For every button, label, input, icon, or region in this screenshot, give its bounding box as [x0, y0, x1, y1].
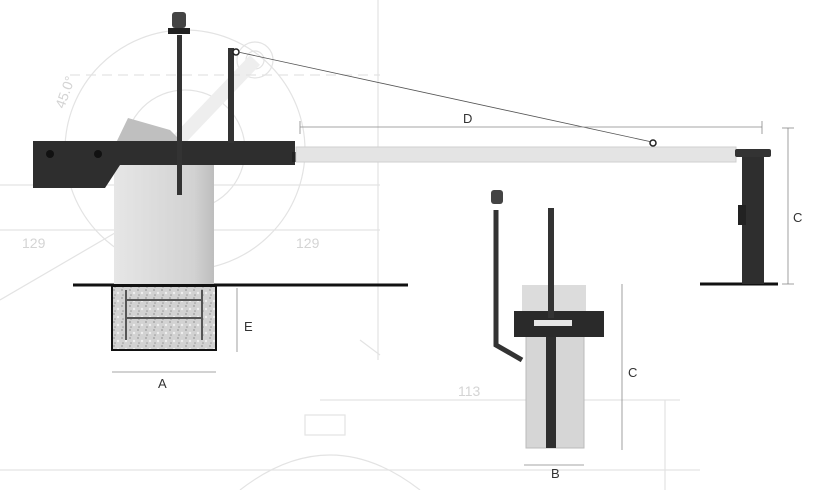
barrier-housing — [114, 162, 214, 284]
bg-dimension-113: 113 — [458, 383, 481, 399]
cable-post — [228, 48, 234, 143]
label-c-barrier: C — [793, 210, 802, 225]
housing-cover — [115, 118, 185, 145]
side-arm-post — [548, 208, 554, 318]
label-b: B — [551, 466, 560, 481]
side-warning-lamp-icon — [491, 190, 503, 204]
barrier-boom — [295, 146, 737, 163]
label-c-post: C — [628, 365, 637, 380]
side-view-unit — [491, 190, 604, 449]
side-lamp-post — [493, 210, 524, 363]
bg-dimension-129-left: 129 — [22, 235, 46, 251]
lamp-post — [177, 35, 182, 195]
dimension-c-barrier — [782, 127, 794, 285]
bg-dimension-129-right: 129 — [296, 235, 320, 251]
label-d: D — [463, 111, 472, 126]
boom-support-post — [742, 157, 764, 284]
background-drawing — [0, 0, 700, 490]
label-a: A — [158, 376, 167, 391]
anchor-frame — [125, 290, 203, 340]
warning-lamp-icon — [172, 12, 186, 28]
dimension-d — [299, 121, 763, 134]
label-e: E — [244, 319, 253, 334]
